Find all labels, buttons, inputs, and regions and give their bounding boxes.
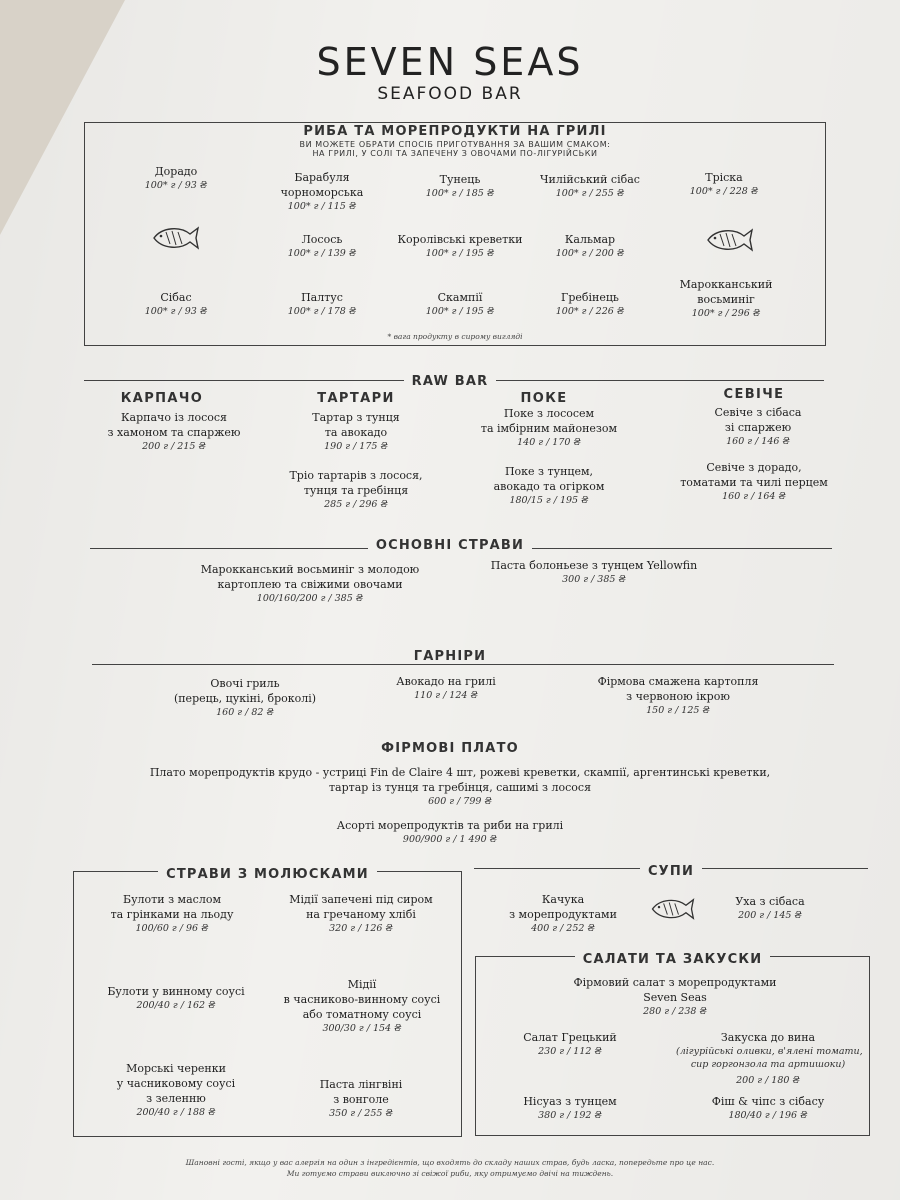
soups-title: СУПИ xyxy=(639,864,703,879)
grill-description-1: ВИ МОЖЕТЕ ОБРАТИ СПОСІБ ПРИГОТУВАННЯ ЗА … xyxy=(299,140,611,149)
mollusks-title: СТРАВИ З МОЛЮСКАМИ xyxy=(158,867,377,882)
plato-title: ФІРМОВІ ПЛАТО xyxy=(381,741,519,756)
divider xyxy=(92,664,834,665)
grill-description-2: НА ГРИЛІ, У СОЛІ ТА ЗАПЕЧЕНУ З ОВОЧАМИ П… xyxy=(312,149,598,158)
fish-icon xyxy=(707,228,754,252)
sides-title: ГАРНІРИ xyxy=(405,649,495,664)
category-ceviche: СЕВІЧЕ xyxy=(723,387,785,402)
category-carpaccio: КАРПАЧО xyxy=(120,391,204,406)
grill-weight-note: * вага продукту в сирому вигляді xyxy=(387,332,523,341)
grill-section-box xyxy=(84,122,826,346)
menu-item: Закуска до вина(лігурійські оливки, в'ял… xyxy=(676,1031,863,1086)
menu-item: Тріо тартарів з лосося,тунця та гребінця… xyxy=(289,469,423,510)
menu-item: Овочі гриль(перець, цукіні, броколі)160 … xyxy=(173,677,317,718)
footer-fresh-fish-note: Ми готуємо страви виключно зі свіжої риб… xyxy=(286,1169,614,1178)
raw-bar-title: RAW BAR xyxy=(403,374,497,389)
fish-icon xyxy=(153,226,200,250)
category-tartare: ТАРТАРИ xyxy=(317,391,395,406)
footer-allergy-note: Шановні гості, якщо у вас алергія на оди… xyxy=(185,1158,715,1167)
salads-title: САЛАТИ ТА ЗАКУСКИ xyxy=(574,952,771,967)
menu-item: Плато морепродуктів крудо - устриці Fin … xyxy=(149,766,771,807)
fish-icon xyxy=(651,898,695,920)
mains-title: ОСНОВНІ СТРАВИ xyxy=(367,538,533,553)
category-poke: ПОКЕ xyxy=(520,391,568,406)
brand-subtitle: SEAFOOD BAR xyxy=(377,84,523,104)
grill-section-title: РИБА ТА МОРЕПРОДУКТИ НА ГРИЛІ xyxy=(303,124,607,139)
brand-title: SEVEN SEAS xyxy=(316,40,584,84)
